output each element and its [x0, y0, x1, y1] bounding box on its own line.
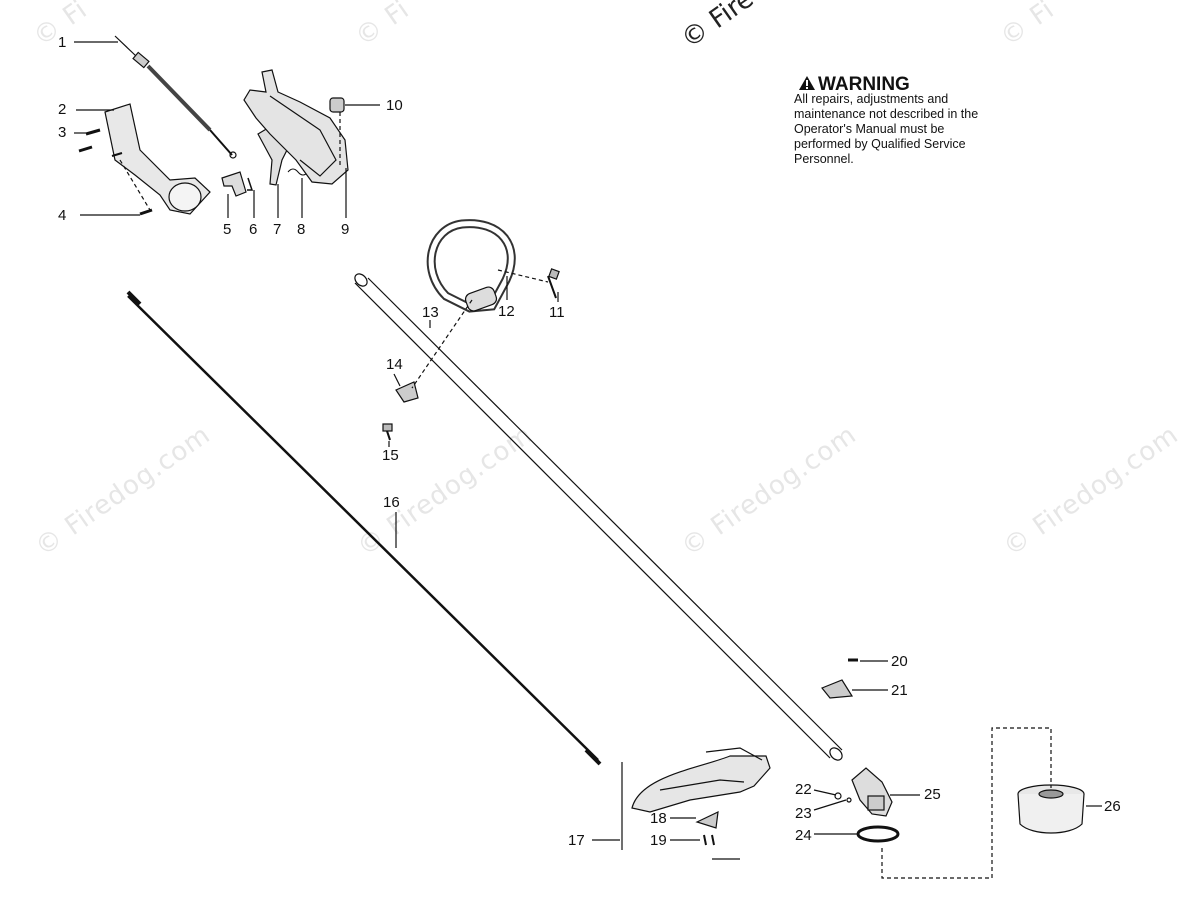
- part-number-label: 1: [58, 34, 67, 51]
- leader-lines: [74, 41, 1102, 860]
- part-number-label: 4: [58, 207, 67, 224]
- bracket: [821, 679, 854, 699]
- line-cutter: [695, 810, 719, 829]
- part-number-label: 22: [795, 781, 812, 798]
- handle-housing: [243, 69, 349, 185]
- part-number-label: 26: [1104, 798, 1121, 815]
- part-number-label: 3: [58, 124, 67, 141]
- part-number-label: 7: [273, 221, 282, 238]
- loop-handle: [426, 219, 516, 313]
- screw: [703, 834, 715, 846]
- part-number-label: 21: [891, 682, 908, 699]
- stop-switch: [329, 97, 345, 113]
- part-number-label: 16: [383, 494, 400, 511]
- washer-small: [846, 797, 852, 803]
- washer: [856, 825, 900, 843]
- lockout: [221, 171, 247, 197]
- part-number-label: 12: [498, 303, 515, 320]
- part-number-label: 13: [422, 304, 439, 321]
- part-number-label: 8: [297, 221, 306, 238]
- screw: [139, 208, 153, 216]
- part-number-label: 20: [891, 653, 908, 670]
- part-number-label: 25: [924, 786, 941, 803]
- dashed-lines: [119, 112, 1052, 879]
- part-number-label: 5: [223, 221, 232, 238]
- part-number-label: 19: [650, 832, 667, 849]
- drive-shaft: [126, 290, 602, 766]
- warning-icon: [799, 76, 815, 90]
- screw-head: [382, 423, 393, 432]
- warning-text: All repairs, adjustments and maintenance…: [794, 92, 979, 166]
- shaft-tube: [354, 273, 843, 761]
- spring: [247, 177, 254, 191]
- part-number-label: 11: [549, 304, 565, 321]
- grass-guard: [631, 747, 771, 813]
- bolt: [547, 275, 557, 299]
- part-number-label: 24: [795, 827, 812, 844]
- part-number-label: 9: [341, 221, 350, 238]
- spring: [287, 168, 309, 176]
- part-number-label: 18: [650, 810, 667, 827]
- trimmer-head: [1017, 784, 1085, 834]
- screw: [78, 128, 123, 157]
- part-number-label: 14: [386, 356, 403, 373]
- gear-head: [851, 767, 893, 817]
- part-number-label: 23: [795, 805, 812, 822]
- part-number-label: 10: [386, 97, 403, 114]
- handle-cover: [104, 103, 211, 215]
- part-number-label: 15: [382, 447, 399, 464]
- part-number-label: 17: [568, 832, 585, 849]
- warning-title: WARNING: [818, 74, 910, 95]
- retainer: [834, 792, 842, 800]
- throttle-cable: [114, 35, 237, 159]
- bolt-head: [548, 268, 560, 280]
- part-number-label: 2: [58, 101, 67, 118]
- part-number-label: 6: [249, 221, 258, 238]
